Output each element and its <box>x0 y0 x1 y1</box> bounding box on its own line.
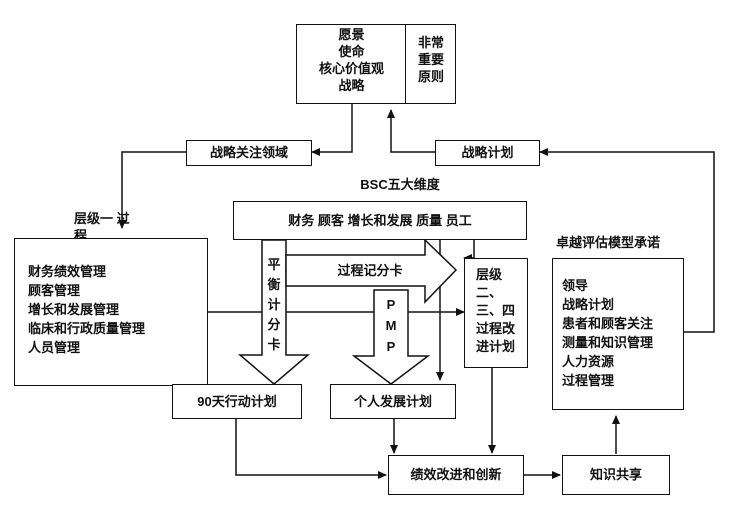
bsc-char: 衡 <box>267 277 281 292</box>
bsc-char: 平 <box>267 257 281 272</box>
pmp-label: P M P <box>383 294 399 357</box>
connector-plan-to-vision <box>387 109 435 153</box>
excellence-item: 人力资源 <box>562 354 615 369</box>
level-line: 三、四 <box>476 303 516 318</box>
strategy-line: 战略 <box>338 78 365 93</box>
management-lines: 财务绩效管理 顾客管理 增长和发展管理 临床和行政质量管理 人员管理 <box>28 262 145 357</box>
pmp-char: M <box>385 318 397 333</box>
bsc-dimensions-label: 财务 顾客 增长和发展 质量 员工 <box>288 213 472 228</box>
bsc-char: 分 <box>267 317 281 332</box>
vision-box-divider <box>405 24 406 104</box>
ninety-day-plan-box <box>172 384 302 419</box>
principle-line-2: 重要 <box>417 52 444 67</box>
balanced-scorecard-label: 平 衡 计 分 卡 <box>266 255 282 355</box>
strategic-focus-label: 战略关注领域 <box>209 145 288 160</box>
process-improvement-lines: 层级 二、 三、四 过程改 进计划 <box>476 266 515 356</box>
principle-line-3: 原则 <box>417 69 444 84</box>
principle-lines: 非常 重要 原则 <box>406 34 456 85</box>
vision-lines: 愿景 使命 核心价值观 战略 <box>298 26 405 94</box>
strategic-plan-label: 战略计划 <box>461 145 514 160</box>
management-item: 顾客管理 <box>28 283 81 298</box>
excellence-item: 患者和顾客关注 <box>562 316 654 331</box>
core-values-line: 核心价值观 <box>318 61 384 76</box>
vision-line: 愿景 <box>338 27 365 42</box>
ninety-day-plan-label: 90天行动计划 <box>197 394 277 409</box>
connector-90day-to-improvement <box>235 419 387 479</box>
connector-model-to-plan <box>539 148 715 333</box>
excellence-item: 战略计划 <box>562 297 615 312</box>
connector-focus-to-level1 <box>118 151 186 229</box>
mission-line: 使命 <box>338 44 365 59</box>
knowledge-sharing-label: 知识共享 <box>589 467 642 482</box>
excellence-model-lines: 领导 战略计划 患者和顾客关注 测量和知识管理 人力资源 过程管理 <box>562 276 653 390</box>
connector-vision-to-focus <box>311 103 353 156</box>
bsc-title: BSC五大维度 <box>360 177 440 192</box>
connector-bsc-to-level2 <box>463 240 475 262</box>
knowledge-sharing-box <box>562 455 670 495</box>
excellence-item: 领导 <box>562 278 589 293</box>
bsc-char: 卡 <box>267 337 281 352</box>
personal-plan-label: 个人发展计划 <box>353 394 432 409</box>
bsc-dimensions-box <box>233 201 527 240</box>
excellence-model-title: 卓越评估模型承诺 <box>556 235 661 250</box>
pmp-char: P <box>386 297 396 312</box>
process-improvement-box <box>464 258 528 368</box>
level-line: 进计划 <box>476 339 516 354</box>
management-item: 临床和行政质量管理 <box>28 321 146 336</box>
pmp-char: P <box>386 339 396 354</box>
management-item: 财务绩效管理 <box>28 264 107 279</box>
strategic-plan-box <box>435 140 540 166</box>
improvement-label: 绩效改进和创新 <box>410 467 502 482</box>
principle-line-1: 非常 <box>417 35 444 50</box>
level-line: 层级 <box>476 267 503 282</box>
management-box <box>14 238 208 386</box>
management-item: 人员管理 <box>28 340 81 355</box>
level-line: 二、 <box>476 285 503 300</box>
level-line: 过程改 <box>476 321 516 336</box>
process-scorecard-label: 过程记分卡 <box>337 263 403 278</box>
excellence-item: 过程管理 <box>562 373 615 388</box>
strategic-focus-box <box>186 140 312 166</box>
management-item: 增长和发展管理 <box>28 302 120 317</box>
personal-plan-box <box>330 384 456 419</box>
improvement-box <box>388 455 524 495</box>
process-scorecard-arrow <box>285 238 458 304</box>
bsc-char: 计 <box>267 297 281 312</box>
vision-mission-box <box>296 24 456 104</box>
excellence-model-box <box>552 258 684 410</box>
excellence-item: 测量和知识管理 <box>562 335 654 350</box>
pmp-arrow <box>351 289 431 385</box>
